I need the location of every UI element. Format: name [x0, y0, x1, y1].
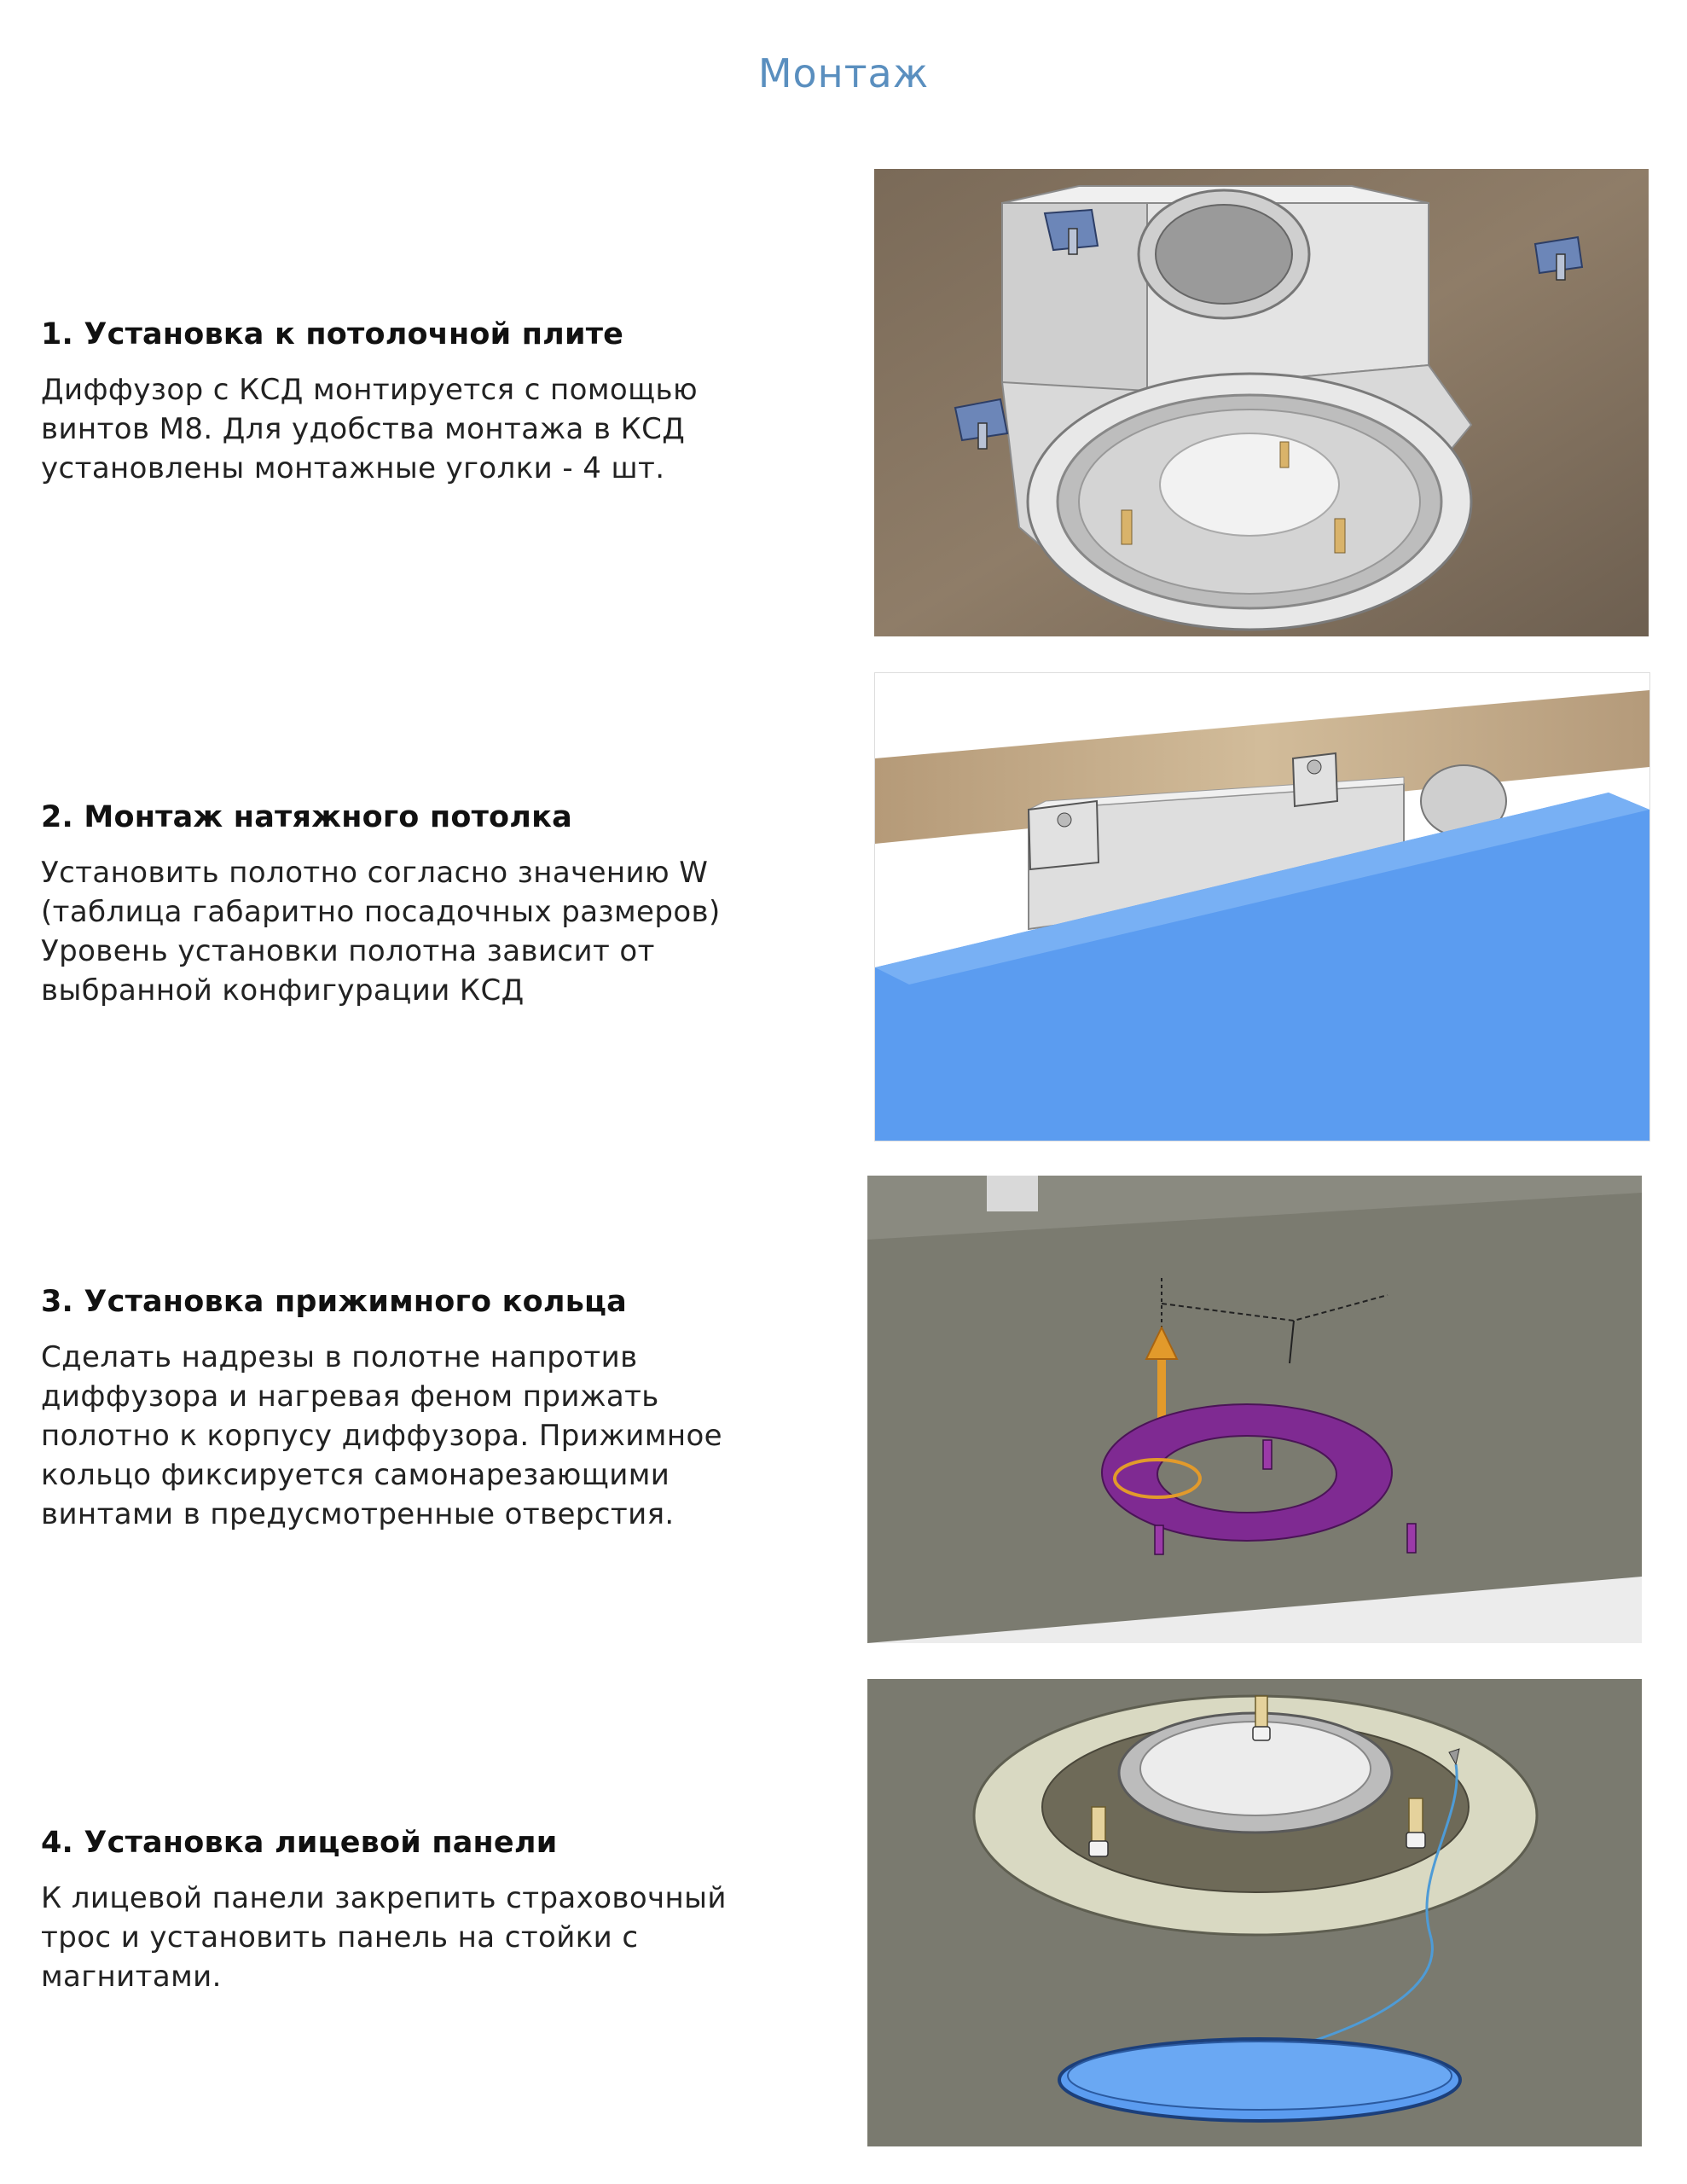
step-1-heading: 1. Установка к потолочной плите [41, 317, 624, 351]
step-4-body: К лицевой панели закрепить страховочный … [41, 1881, 727, 1994]
step-3-body: Сделать надрезы в полотне напротив диффу… [41, 1340, 722, 1531]
step-2-body: Установить полотно согласно значению W (… [41, 856, 721, 1008]
figure-mounting-box [874, 169, 1649, 636]
step-3: 3. Установка прижимного кольца Сделать н… [41, 1285, 809, 1534]
step-4-heading: 4. Установка лицевой панели [41, 1826, 558, 1860]
step-1-body: Диффузор с КСД монтируется с помощью вин… [41, 373, 698, 485]
figure-clamping-ring [867, 1176, 1642, 1643]
step-3-heading: 3. Установка прижимного кольца [41, 1285, 627, 1319]
step-2-heading: 2. Монтаж натяжного потолка [41, 800, 572, 834]
figure-front-panel [867, 1679, 1642, 2146]
step-2: 2. Монтаж натяжного потолка Установить п… [41, 800, 809, 1010]
step-4: 4. Установка лицевой панели К лицевой па… [41, 1826, 809, 1996]
page-title: Монтаж [757, 49, 930, 96]
step-1: 1. Установка к потолочной плите Диффузор… [41, 317, 809, 488]
figure-stretch-ceiling [874, 672, 1650, 1141]
